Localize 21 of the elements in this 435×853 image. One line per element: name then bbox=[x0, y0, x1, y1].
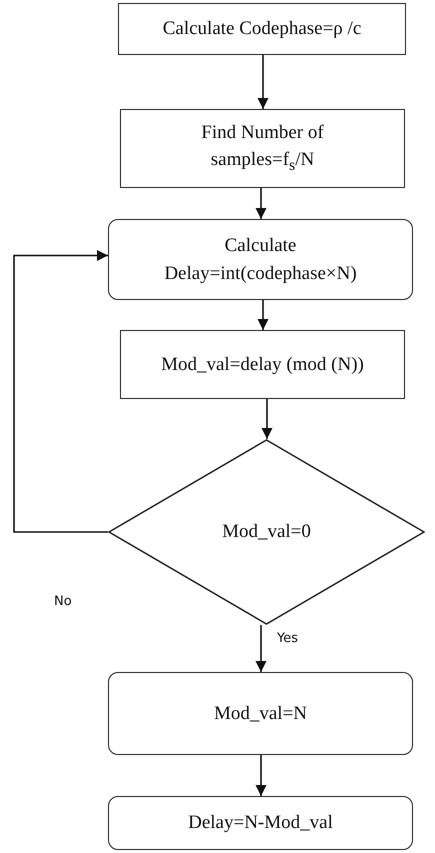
step-text: Find Number of samples=f$_{s}$/N bbox=[200, 120, 325, 176]
arrow bbox=[257, 300, 269, 330]
process-box bbox=[108, 796, 413, 850]
arrow bbox=[13, 250, 108, 533]
step-text: Mod_val=N bbox=[214, 702, 308, 726]
decision-diamond bbox=[108, 439, 425, 625]
step-text: Mod_val=delay (mod (N)) bbox=[161, 352, 364, 377]
arrow bbox=[255, 755, 267, 796]
step-text: Delay=N-Mod_val bbox=[188, 811, 333, 836]
process-box bbox=[120, 109, 405, 188]
arrow bbox=[261, 399, 273, 439]
step-text: Calculate Codephase=ρ /c bbox=[162, 17, 362, 42]
process-box bbox=[108, 672, 413, 755]
process-box bbox=[120, 330, 405, 399]
arrow bbox=[255, 188, 267, 219]
step-text: Calculate Delay=int(codephase×N) bbox=[163, 234, 358, 286]
step-text: Mod_val=0 bbox=[222, 520, 311, 544]
arrow bbox=[257, 55, 269, 109]
process-box bbox=[118, 3, 406, 55]
process-box bbox=[108, 219, 413, 300]
arrow bbox=[255, 625, 267, 672]
